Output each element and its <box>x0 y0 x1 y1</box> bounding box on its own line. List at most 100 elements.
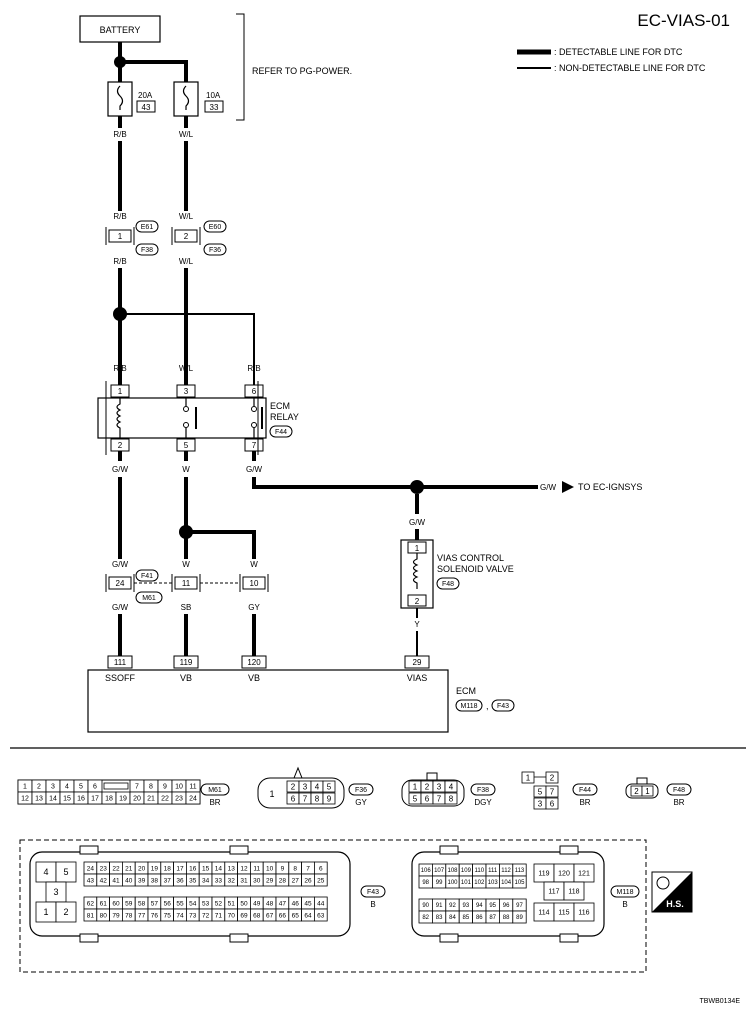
bottom-f44-color: BR <box>579 798 590 807</box>
ecm-pin-ssoff: SSOFF <box>105 673 136 683</box>
bottom-f48-color: BR <box>673 798 684 807</box>
ecm-pin-29: 29 <box>413 658 422 667</box>
pin-number: 42 <box>100 877 108 884</box>
wire-label-w-1: W <box>182 465 190 474</box>
pin-number: 8 <box>449 794 454 803</box>
pin-cell <box>322 780 336 793</box>
pin-number: 40 <box>125 877 133 884</box>
pin-number: 1 <box>43 907 48 917</box>
pin-number: 25 <box>317 877 325 884</box>
ecm-body <box>87 669 449 733</box>
pin-number: 24 <box>87 865 95 872</box>
relay-pin-2: 2 <box>118 441 123 450</box>
fuse-feed-wire <box>120 60 188 82</box>
conn-f41-pin-10-box <box>242 576 266 590</box>
pin-number: 1 <box>269 789 274 799</box>
pin-number: 93 <box>463 903 470 909</box>
bottom-f43-tag <box>360 885 386 898</box>
wire-label-gw-vias: G/W <box>409 518 425 527</box>
conn-e61-tag <box>135 220 159 233</box>
pin-number: 15 <box>63 796 71 803</box>
pin-number: 2 <box>291 782 296 791</box>
pin-number: 67 <box>266 912 274 919</box>
pin-number: 85 <box>463 915 470 921</box>
bottom-f38-code: F38 <box>477 787 489 794</box>
conn-f44-code: F44 <box>275 429 287 436</box>
wire-gw-to-ignsys <box>252 477 538 489</box>
m61-key <box>103 782 129 790</box>
pin-number: 9 <box>163 784 167 791</box>
vias-coil-icon <box>412 553 419 589</box>
pin-number: 33 <box>215 877 223 884</box>
fuse-20a <box>107 81 133 117</box>
pin-number: 100 <box>447 880 458 886</box>
pin-number: 80 <box>100 912 108 919</box>
pin-number: 106 <box>421 868 432 874</box>
pin-number: 75 <box>164 912 172 919</box>
ecm-pin-vb-1: VB <box>180 673 192 683</box>
pin-number: 31 <box>240 877 248 884</box>
pin-number: 2 <box>63 907 68 917</box>
pin-number: 36 <box>176 877 184 884</box>
pin-number: 12 <box>240 865 248 872</box>
pin-number: 5 <box>413 794 418 803</box>
pin-number: 103 <box>488 880 499 886</box>
conn-f41-tag <box>135 569 159 582</box>
pin-number: 7 <box>306 865 310 872</box>
bottom-f36-tag <box>348 783 374 796</box>
pin-number: 7 <box>550 787 555 796</box>
wire-label-gw-1: G/W <box>112 465 128 474</box>
pin-number: 71 <box>215 912 223 919</box>
relay-bracket-lines <box>105 381 259 455</box>
pin-number: 7 <box>437 794 442 803</box>
pin-number: 53 <box>202 900 210 907</box>
bottom-f36-code: F36 <box>355 787 367 794</box>
pin-number: 112 <box>501 868 511 874</box>
pin-number: 3 <box>538 799 543 808</box>
pin-number: 119 <box>538 871 549 878</box>
bottom-f43-color: B <box>370 900 375 909</box>
fuse-10a <box>173 81 199 117</box>
pin-number: 29 <box>266 877 274 884</box>
wire-label-wl-3: W/L <box>179 257 194 266</box>
pin-cell <box>563 881 585 901</box>
pin-number: 11 <box>253 865 260 872</box>
ecm-pin-29-box <box>404 655 430 669</box>
fuse-10a-rating: 10A <box>206 91 221 100</box>
pin-cell <box>512 875 527 889</box>
pin-cell <box>512 910 527 924</box>
wire-label-gw-3: G/W <box>112 560 128 569</box>
pin-number: 82 <box>422 915 429 921</box>
conn-m118-tag <box>455 699 483 712</box>
pin-number: 4 <box>65 784 69 791</box>
pin-number: 78 <box>125 912 133 919</box>
vias-pin-1: 1 <box>415 544 420 553</box>
pin-number: 24 <box>189 796 197 803</box>
relay-pin-6: 6 <box>252 387 257 396</box>
wire-label-w-2: W <box>182 560 190 569</box>
pin-number: 3 <box>303 782 308 791</box>
ecm-connector-frame <box>19 839 647 973</box>
pin-number: 4 <box>43 867 48 877</box>
bottom-m118-tag <box>610 885 640 898</box>
legend-detectable-text: : DETECTABLE LINE FOR DTC <box>554 47 683 57</box>
pin-number: 10 <box>175 784 183 791</box>
pin-number: 109 <box>461 868 472 874</box>
bottom-f43-code: F43 <box>367 889 379 896</box>
pin-cell <box>641 785 654 797</box>
diagram-code: TBWB0134E <box>700 998 741 1005</box>
pin-number: 108 <box>447 868 458 874</box>
pin-number: 105 <box>514 880 525 886</box>
pin-number: 79 <box>112 912 120 919</box>
relay-switch2-contact-1 <box>251 406 257 412</box>
conn-f41-code: F41 <box>141 573 153 580</box>
pin-number: 22 <box>112 865 120 872</box>
bottom-f48-tag <box>666 783 692 796</box>
pin-number: 55 <box>176 900 184 907</box>
pin-number: 4 <box>449 782 454 791</box>
pin-number: 21 <box>147 796 155 803</box>
pin-number: 37 <box>164 877 172 884</box>
pin-cell <box>55 901 77 923</box>
